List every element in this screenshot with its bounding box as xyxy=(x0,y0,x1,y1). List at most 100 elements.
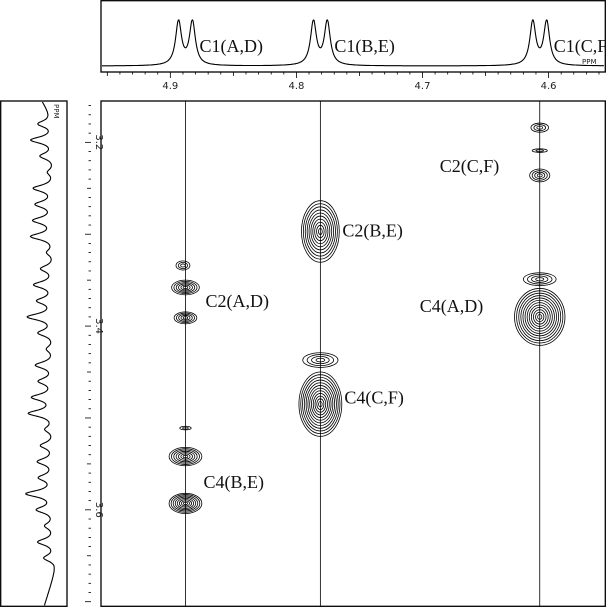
contour-peak xyxy=(530,122,549,133)
contour-peak xyxy=(529,168,551,183)
contour-level xyxy=(533,124,547,132)
contour-level xyxy=(173,280,198,295)
contour-peaks xyxy=(168,122,566,514)
cross-peak-label: C4(A,D) xyxy=(420,296,484,317)
y-tick-label: 3.4 xyxy=(93,318,104,334)
contour-level xyxy=(180,263,186,268)
contour-level xyxy=(309,387,332,421)
contour-level xyxy=(522,297,557,337)
y-axis-unit: PPM xyxy=(52,104,60,118)
contour-level xyxy=(528,304,551,330)
contour-level xyxy=(182,454,189,459)
contour-level xyxy=(305,382,336,427)
x-tick-label: 4.9 xyxy=(162,81,178,92)
contour-level xyxy=(524,299,555,334)
contour-level xyxy=(516,290,564,344)
contour-level xyxy=(535,149,544,152)
projection-peak-label: C1(B,E) xyxy=(334,36,395,57)
contour-peak xyxy=(179,425,192,431)
cross-peak-label: C2(A,D) xyxy=(205,291,269,312)
contour-level xyxy=(312,393,328,416)
contour-level xyxy=(307,385,334,424)
contour-level xyxy=(173,449,198,464)
contour-level xyxy=(308,212,333,251)
contour-level xyxy=(526,302,553,332)
contour-level xyxy=(172,495,199,512)
contour-level xyxy=(180,284,191,291)
contour-level xyxy=(302,352,339,368)
contour-level xyxy=(311,356,330,365)
x-axis-unit: PPM xyxy=(582,58,596,66)
contour-level xyxy=(171,448,200,465)
contour-level xyxy=(176,497,195,509)
contour-level xyxy=(179,425,192,431)
cross-peak-label: C2(B,E) xyxy=(342,220,403,241)
contour-level xyxy=(171,279,200,296)
contour-level xyxy=(173,311,198,325)
contour-peak xyxy=(531,148,548,153)
contour-level xyxy=(178,499,193,508)
contour-level xyxy=(314,221,327,242)
cross-peak-label: C4(B,E) xyxy=(203,472,264,493)
contour-level xyxy=(527,274,553,285)
contour-level xyxy=(536,173,543,178)
projection-peak-label: C1(C,F) xyxy=(554,36,606,57)
contour-level xyxy=(178,313,193,322)
contour-level xyxy=(530,307,549,327)
contour-level xyxy=(311,390,330,418)
contour-level xyxy=(168,492,203,514)
contour-level xyxy=(300,374,341,435)
contour-level xyxy=(306,209,335,254)
contour-peak xyxy=(168,446,203,467)
contour-level xyxy=(310,215,331,248)
contour-level xyxy=(168,446,203,467)
contour-level xyxy=(530,122,549,133)
contour-level xyxy=(182,285,189,290)
contour-peak xyxy=(514,288,566,346)
contour-level xyxy=(182,426,189,430)
contour-level xyxy=(537,314,543,320)
x-tick-label: 4.6 xyxy=(541,81,557,92)
left-projection-frame xyxy=(0,100,68,607)
contour-level xyxy=(529,168,551,183)
contour-level xyxy=(315,357,326,363)
cross-peak-label: C4(C,F) xyxy=(344,388,404,409)
contour-level xyxy=(536,125,544,130)
contour-level xyxy=(520,295,560,339)
contour-peak xyxy=(298,371,343,437)
top-projection-frame xyxy=(100,0,606,73)
contour-level xyxy=(302,203,338,260)
contour-level xyxy=(177,261,188,269)
contour-level xyxy=(535,277,545,282)
contour-level xyxy=(175,312,195,323)
contour-level xyxy=(318,401,323,408)
contour-peak xyxy=(302,352,339,368)
contour-peak xyxy=(168,492,203,514)
contour-level xyxy=(531,148,548,153)
contour-level xyxy=(178,452,193,461)
contour-level xyxy=(180,500,190,507)
contour-level xyxy=(314,395,327,413)
contour-level xyxy=(316,398,325,410)
contour-level xyxy=(170,494,201,513)
contour-level xyxy=(312,218,329,245)
contour-level xyxy=(303,379,337,429)
contour-level xyxy=(531,275,549,283)
contour-level xyxy=(306,354,335,366)
contour-level xyxy=(514,288,566,346)
cross-peak-label: C2(C,F) xyxy=(440,156,500,177)
x-tick-label: 4.7 xyxy=(415,81,431,92)
reference-lines xyxy=(185,101,541,607)
contour-level xyxy=(533,309,547,325)
contour-level xyxy=(174,496,197,511)
contour-peak xyxy=(175,260,191,271)
left-projection-trace xyxy=(25,101,55,606)
contour-level xyxy=(180,453,191,460)
contour-level xyxy=(316,224,325,239)
y-tick-label: 3.2 xyxy=(93,134,104,150)
contour-peak xyxy=(173,311,198,325)
